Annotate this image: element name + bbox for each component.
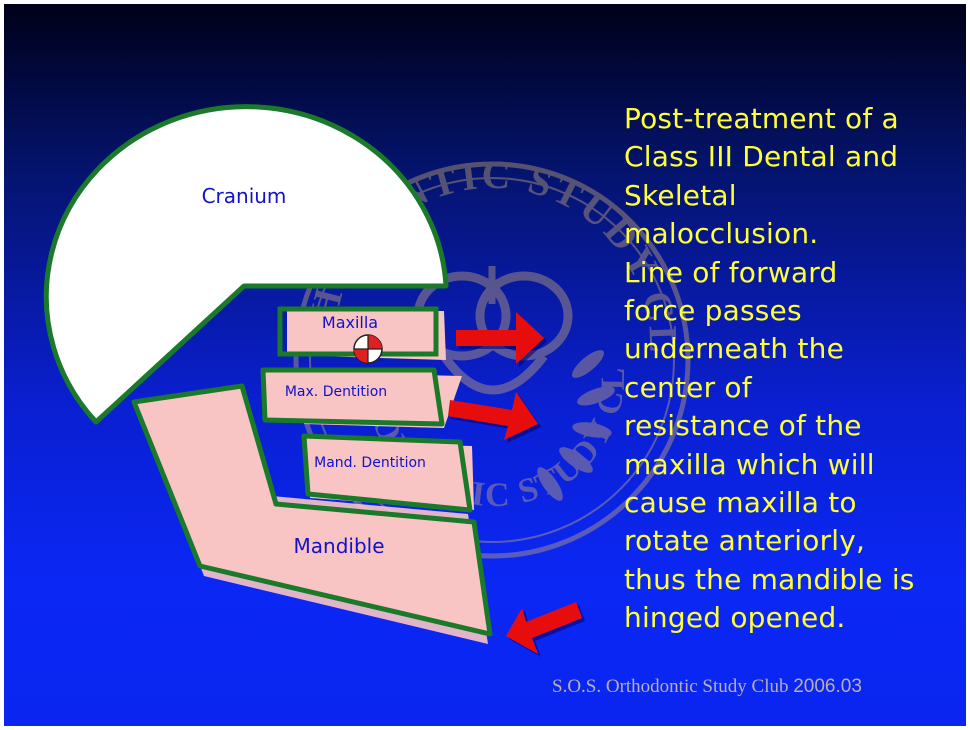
description-line: thus the mandible is (624, 562, 915, 596)
max-dentition: Max. Dentition (260, 367, 462, 428)
max-dentition-outline (260, 367, 445, 427)
watermark-outer-ring (293, 161, 691, 559)
description-line: underneath the (624, 332, 845, 366)
description-line: Post-treatment of a (624, 102, 899, 135)
skeletal-diagram: ORTHODONTIC STUDY CLUB ORTHODONTIC STUDY… (4, 4, 691, 654)
description-line: malocclusion. (624, 217, 819, 251)
description-line: center of (624, 370, 752, 404)
slide: ORTHODONTIC STUDY CLUB ORTHODONTIC STUDY… (4, 4, 966, 726)
description-line: force passes (624, 294, 802, 328)
maxilla-label: Maxilla (322, 313, 378, 332)
max-dentition-label: Max. Dentition (285, 384, 387, 400)
cranium-label: Cranium (202, 184, 287, 208)
mand-dentition-label: Mand. Dentition (314, 455, 426, 471)
mandible: Mandible (131, 383, 493, 644)
cranium-shape (43, 104, 449, 425)
mand-dentition-outline (301, 433, 473, 513)
description-line: Class III Dental and (624, 140, 899, 174)
description-line: hinged opened. (624, 601, 846, 635)
arrow-down-left-icon (506, 602, 582, 654)
arrow-right-icon (456, 312, 544, 364)
mandible-label: Mandible (294, 534, 385, 558)
footer: S.O.S. Orthodontic Study Club 2006.03 (552, 676, 862, 698)
description-line: cause maxilla to (624, 486, 857, 520)
description-line: maxilla which will (624, 447, 875, 481)
arrow-right-icon (448, 392, 538, 440)
watermark-laurel (537, 350, 615, 501)
mandible-outline (131, 383, 493, 637)
description-line: resistance of the (624, 409, 862, 443)
mand-dentition: Mand. Dentition (301, 433, 474, 513)
description-text: Post-treatment of a Class III Dental and… (624, 100, 960, 638)
center-of-resistance-icon (353, 334, 383, 364)
description-line: Skeletal (624, 178, 737, 212)
footer-date: 2006.03 (793, 676, 862, 697)
watermark-inner-ring (309, 177, 675, 543)
description-line: rotate anteriorly, (624, 524, 866, 558)
description-line: Line of forward (624, 255, 838, 289)
footer-club: S.O.S. Orthodontic Study Club (552, 676, 789, 697)
